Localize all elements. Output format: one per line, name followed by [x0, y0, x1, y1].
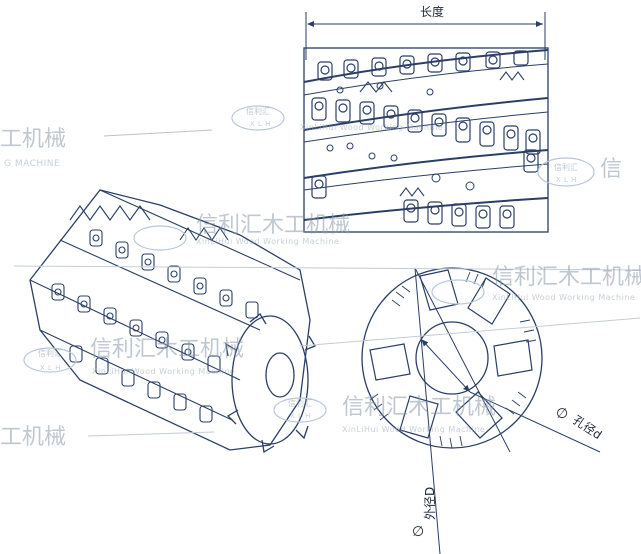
- watermark-en-lower-right: XinLiHui Wood Working Machine: [342, 425, 485, 434]
- outer-diameter-label: 外径D: [423, 487, 437, 520]
- watermark-en-mid: XinLiHui Wood Working Machine: [196, 237, 339, 246]
- bore-diameter-label: 孔径d: [570, 413, 604, 442]
- length-dimension: [305, 12, 546, 60]
- watermark-cn-right: 信: [600, 157, 622, 182]
- svg-text:信利汇: 信利汇: [554, 162, 578, 172]
- watermark-logo-mid: [133, 225, 187, 251]
- watermark-cn-right-mid: 信利汇木工机械: [492, 265, 641, 290]
- watermark-logo-top: 信利汇 X L H: [231, 105, 285, 131]
- svg-text:X L H: X L H: [250, 120, 271, 128]
- outer-diameter-symbol: ∅: [412, 524, 424, 540]
- svg-text:X L H: X L H: [556, 176, 577, 184]
- watermark-en-left: G MACHINE: [4, 159, 60, 169]
- svg-text:X L H: X L H: [290, 412, 311, 420]
- bore-diameter-symbol: ∅: [556, 406, 568, 422]
- bore-circle: [415, 321, 489, 395]
- side-view: [303, 12, 549, 233]
- svg-text:信利汇: 信利汇: [38, 348, 62, 358]
- length-label: 长度: [420, 4, 444, 19]
- watermark-logo-right-mid: [431, 279, 485, 305]
- watermark-cn-lower-right: 信利汇木工机械: [342, 395, 496, 420]
- watermark-logo-right: 信利汇 X L H: [537, 157, 595, 187]
- watermark-cn-lower-left: 信利汇木工机械: [90, 337, 244, 362]
- watermark-logo-lower-left: 信利汇 X L H: [23, 347, 77, 373]
- watermark-logo-lower-right: 信利汇 X L H: [273, 397, 327, 423]
- svg-text:信利汇: 信利汇: [288, 398, 312, 408]
- watermark-cn-bottom: 工机械: [0, 425, 66, 450]
- svg-text:信利汇: 信利汇: [246, 106, 270, 116]
- watermark-en-top: XinLiHui Wood Working Machine: [300, 123, 443, 132]
- side-view-body: [303, 47, 549, 233]
- watermark-layer: 工机械 G MACHINE 信利汇 X L H XinLiHui Wood Wo…: [0, 105, 641, 450]
- watermark-en-right-mid: XinLiHui Wood Working Machine: [492, 293, 635, 302]
- isometric-view: [29, 189, 316, 454]
- svg-text:X L H: X L H: [40, 364, 61, 372]
- watermark-cn-mid: 信利汇木工机械: [196, 213, 350, 238]
- end-view: [361, 267, 601, 554]
- watermark-cn-left: 工机械: [0, 127, 66, 152]
- watermark-en-lower-left: XinLiHui Wood Working Machine: [92, 367, 235, 376]
